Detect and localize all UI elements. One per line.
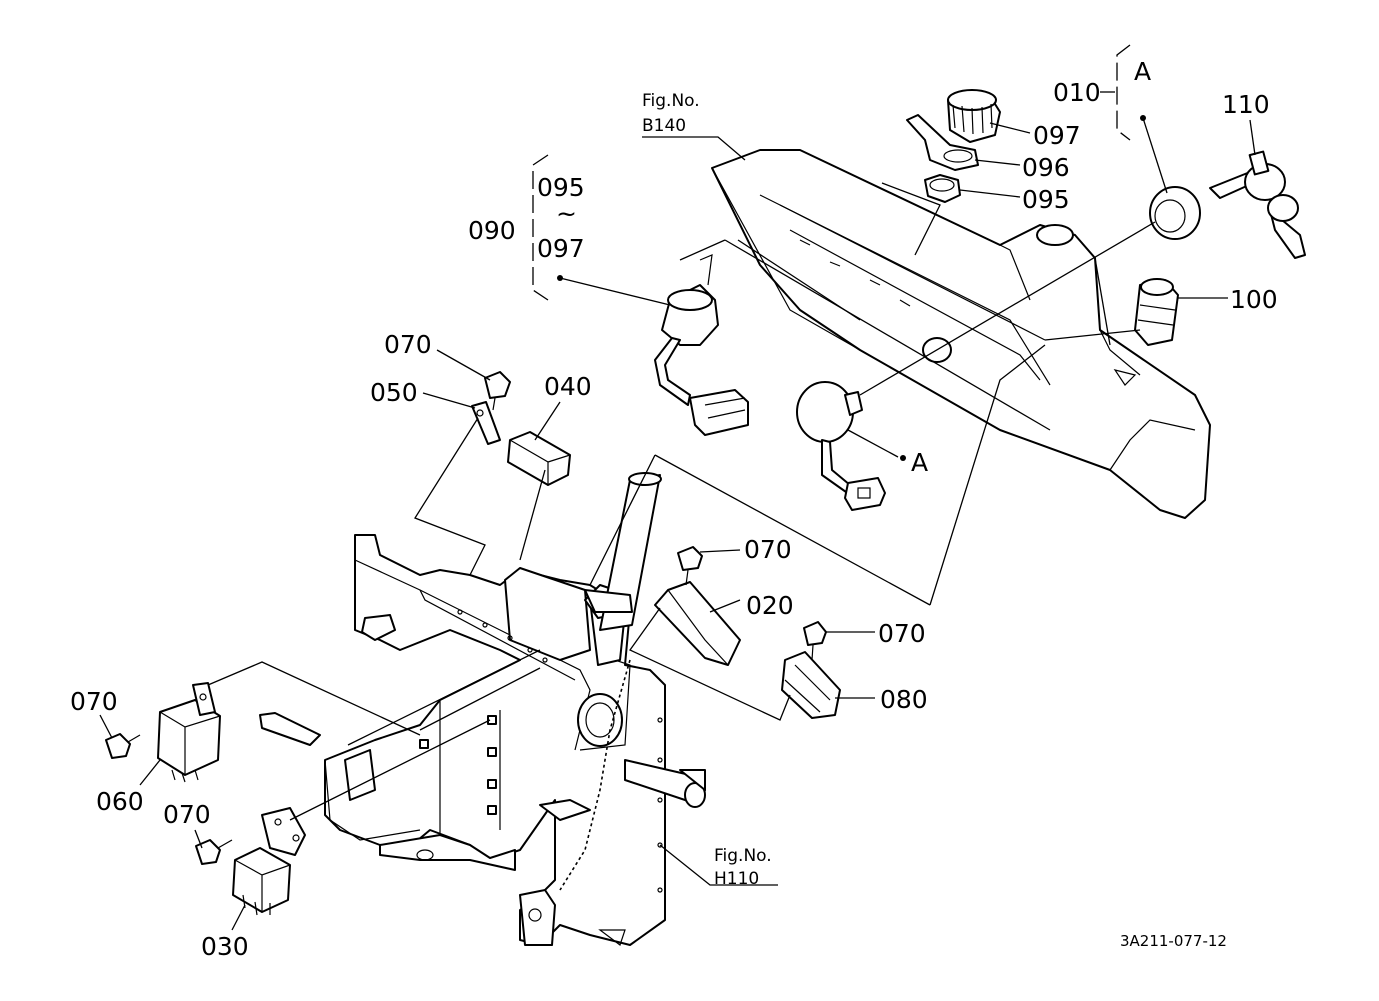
- group-090-number: 090: [468, 216, 516, 245]
- relay-040: [507, 431, 571, 486]
- callout-095: 095: [1022, 185, 1070, 214]
- ignition-keys: [1209, 150, 1306, 259]
- fig-ref-h110-line2: H110: [714, 869, 759, 889]
- washer-096: [906, 114, 979, 171]
- key-switch-assembly: [654, 254, 749, 436]
- callout-070-020: 070: [744, 535, 792, 564]
- bolt-070c: [803, 621, 827, 661]
- group-010-label: 010 A: [1053, 57, 1151, 107]
- group-010-number: 010: [1053, 78, 1101, 107]
- fig-ref-b140-line2: B140: [642, 116, 686, 136]
- nut-095: [924, 174, 961, 203]
- callout-070-080: 070: [878, 619, 926, 648]
- key-cylinder: [1149, 186, 1201, 240]
- callout-080: 080: [880, 685, 928, 714]
- steering-frame: [259, 534, 706, 946]
- group-090-label: 090 095 ~ 097: [468, 173, 585, 263]
- figure-reference-b140: Fig.No. B140: [642, 91, 700, 136]
- group-090-range-to: 097: [537, 234, 585, 263]
- callout-070-030: 070: [163, 800, 211, 829]
- callout-050: 050: [370, 378, 418, 407]
- connector-100: [1134, 278, 1179, 346]
- callout-060: 060: [96, 787, 144, 816]
- horn-switch: [796, 381, 886, 511]
- figure-reference-h110: Fig.No. H110: [714, 846, 772, 889]
- part-callouts: 097 096 095 110 100 070 050 040 A 070 02…: [70, 90, 1278, 961]
- leader-lines: [99, 44, 1256, 931]
- group-010-letter: A: [1134, 57, 1151, 86]
- bracket-050: [471, 401, 501, 445]
- drawing-number: 3A211-077-12: [1120, 932, 1227, 950]
- fig-ref-b140-line1: Fig.No.: [642, 91, 700, 111]
- callout-a: A: [911, 448, 928, 477]
- callout-070-relay: 070: [384, 330, 432, 359]
- bolt-070e: [195, 839, 233, 865]
- group-090-range-from: 095: [537, 173, 585, 202]
- callout-096: 096: [1022, 153, 1070, 182]
- fig-ref-h110-line1: Fig.No.: [714, 846, 772, 866]
- flasher-030: [232, 807, 306, 916]
- callout-110: 110: [1222, 90, 1270, 119]
- steering-column: [584, 472, 662, 631]
- callout-020: 020: [746, 591, 794, 620]
- callout-097: 097: [1033, 121, 1081, 150]
- callout-030: 030: [201, 932, 249, 961]
- callout-040: 040: [544, 372, 592, 401]
- group-090-range-tilde: ~: [556, 199, 577, 228]
- part-020: [654, 581, 741, 666]
- dashboard-panel: [711, 149, 1211, 519]
- bolt-070a: [484, 371, 511, 411]
- callout-100: 100: [1230, 285, 1278, 314]
- part-080: [781, 651, 841, 719]
- bolt-070d: [105, 733, 141, 759]
- relay-060: [157, 682, 221, 783]
- knob-097: [947, 89, 1001, 143]
- callout-070-060: 070: [70, 687, 118, 716]
- bolt-070b: [677, 546, 703, 586]
